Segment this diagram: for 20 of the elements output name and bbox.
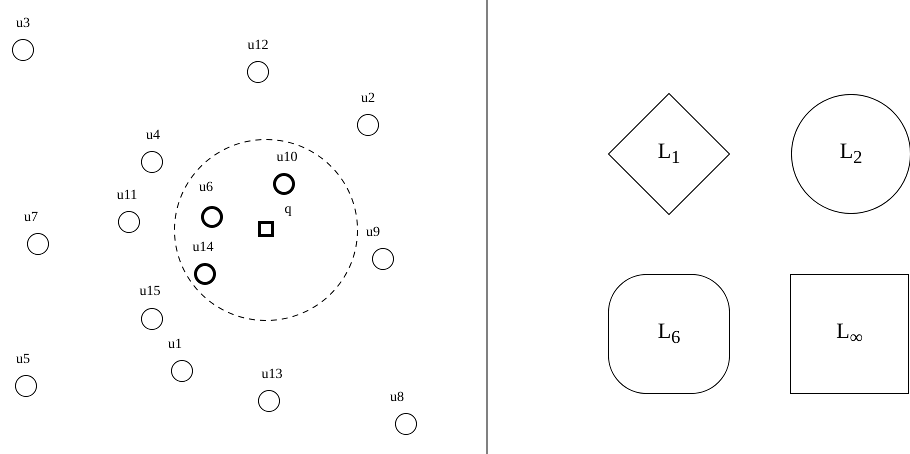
point-label: u5 bbox=[16, 353, 30, 367]
point-label: u4 bbox=[146, 129, 160, 143]
point-label: u10 bbox=[276, 151, 298, 165]
point-label: u12 bbox=[248, 39, 268, 53]
point-label: u2 bbox=[361, 92, 375, 106]
point-label: u13 bbox=[262, 368, 282, 382]
point-label: u6 bbox=[199, 181, 213, 195]
shape-label: L$_{1}$ bbox=[656, 138, 682, 170]
point-label: q bbox=[284, 203, 292, 217]
shape-label: L$_{∞}$ bbox=[835, 318, 864, 350]
point-label: u11 bbox=[116, 189, 138, 203]
point-label: u15 bbox=[140, 285, 160, 299]
shape-label: L$_{6}$ bbox=[656, 318, 682, 350]
point-label: u1 bbox=[168, 338, 182, 352]
point-label: u14 bbox=[192, 241, 214, 255]
point-label: u7 bbox=[24, 211, 38, 225]
point-label: u8 bbox=[390, 391, 404, 405]
shape-label: L$_{2}$ bbox=[838, 138, 864, 170]
point-label: u9 bbox=[366, 226, 380, 240]
point-label: u3 bbox=[16, 17, 30, 31]
